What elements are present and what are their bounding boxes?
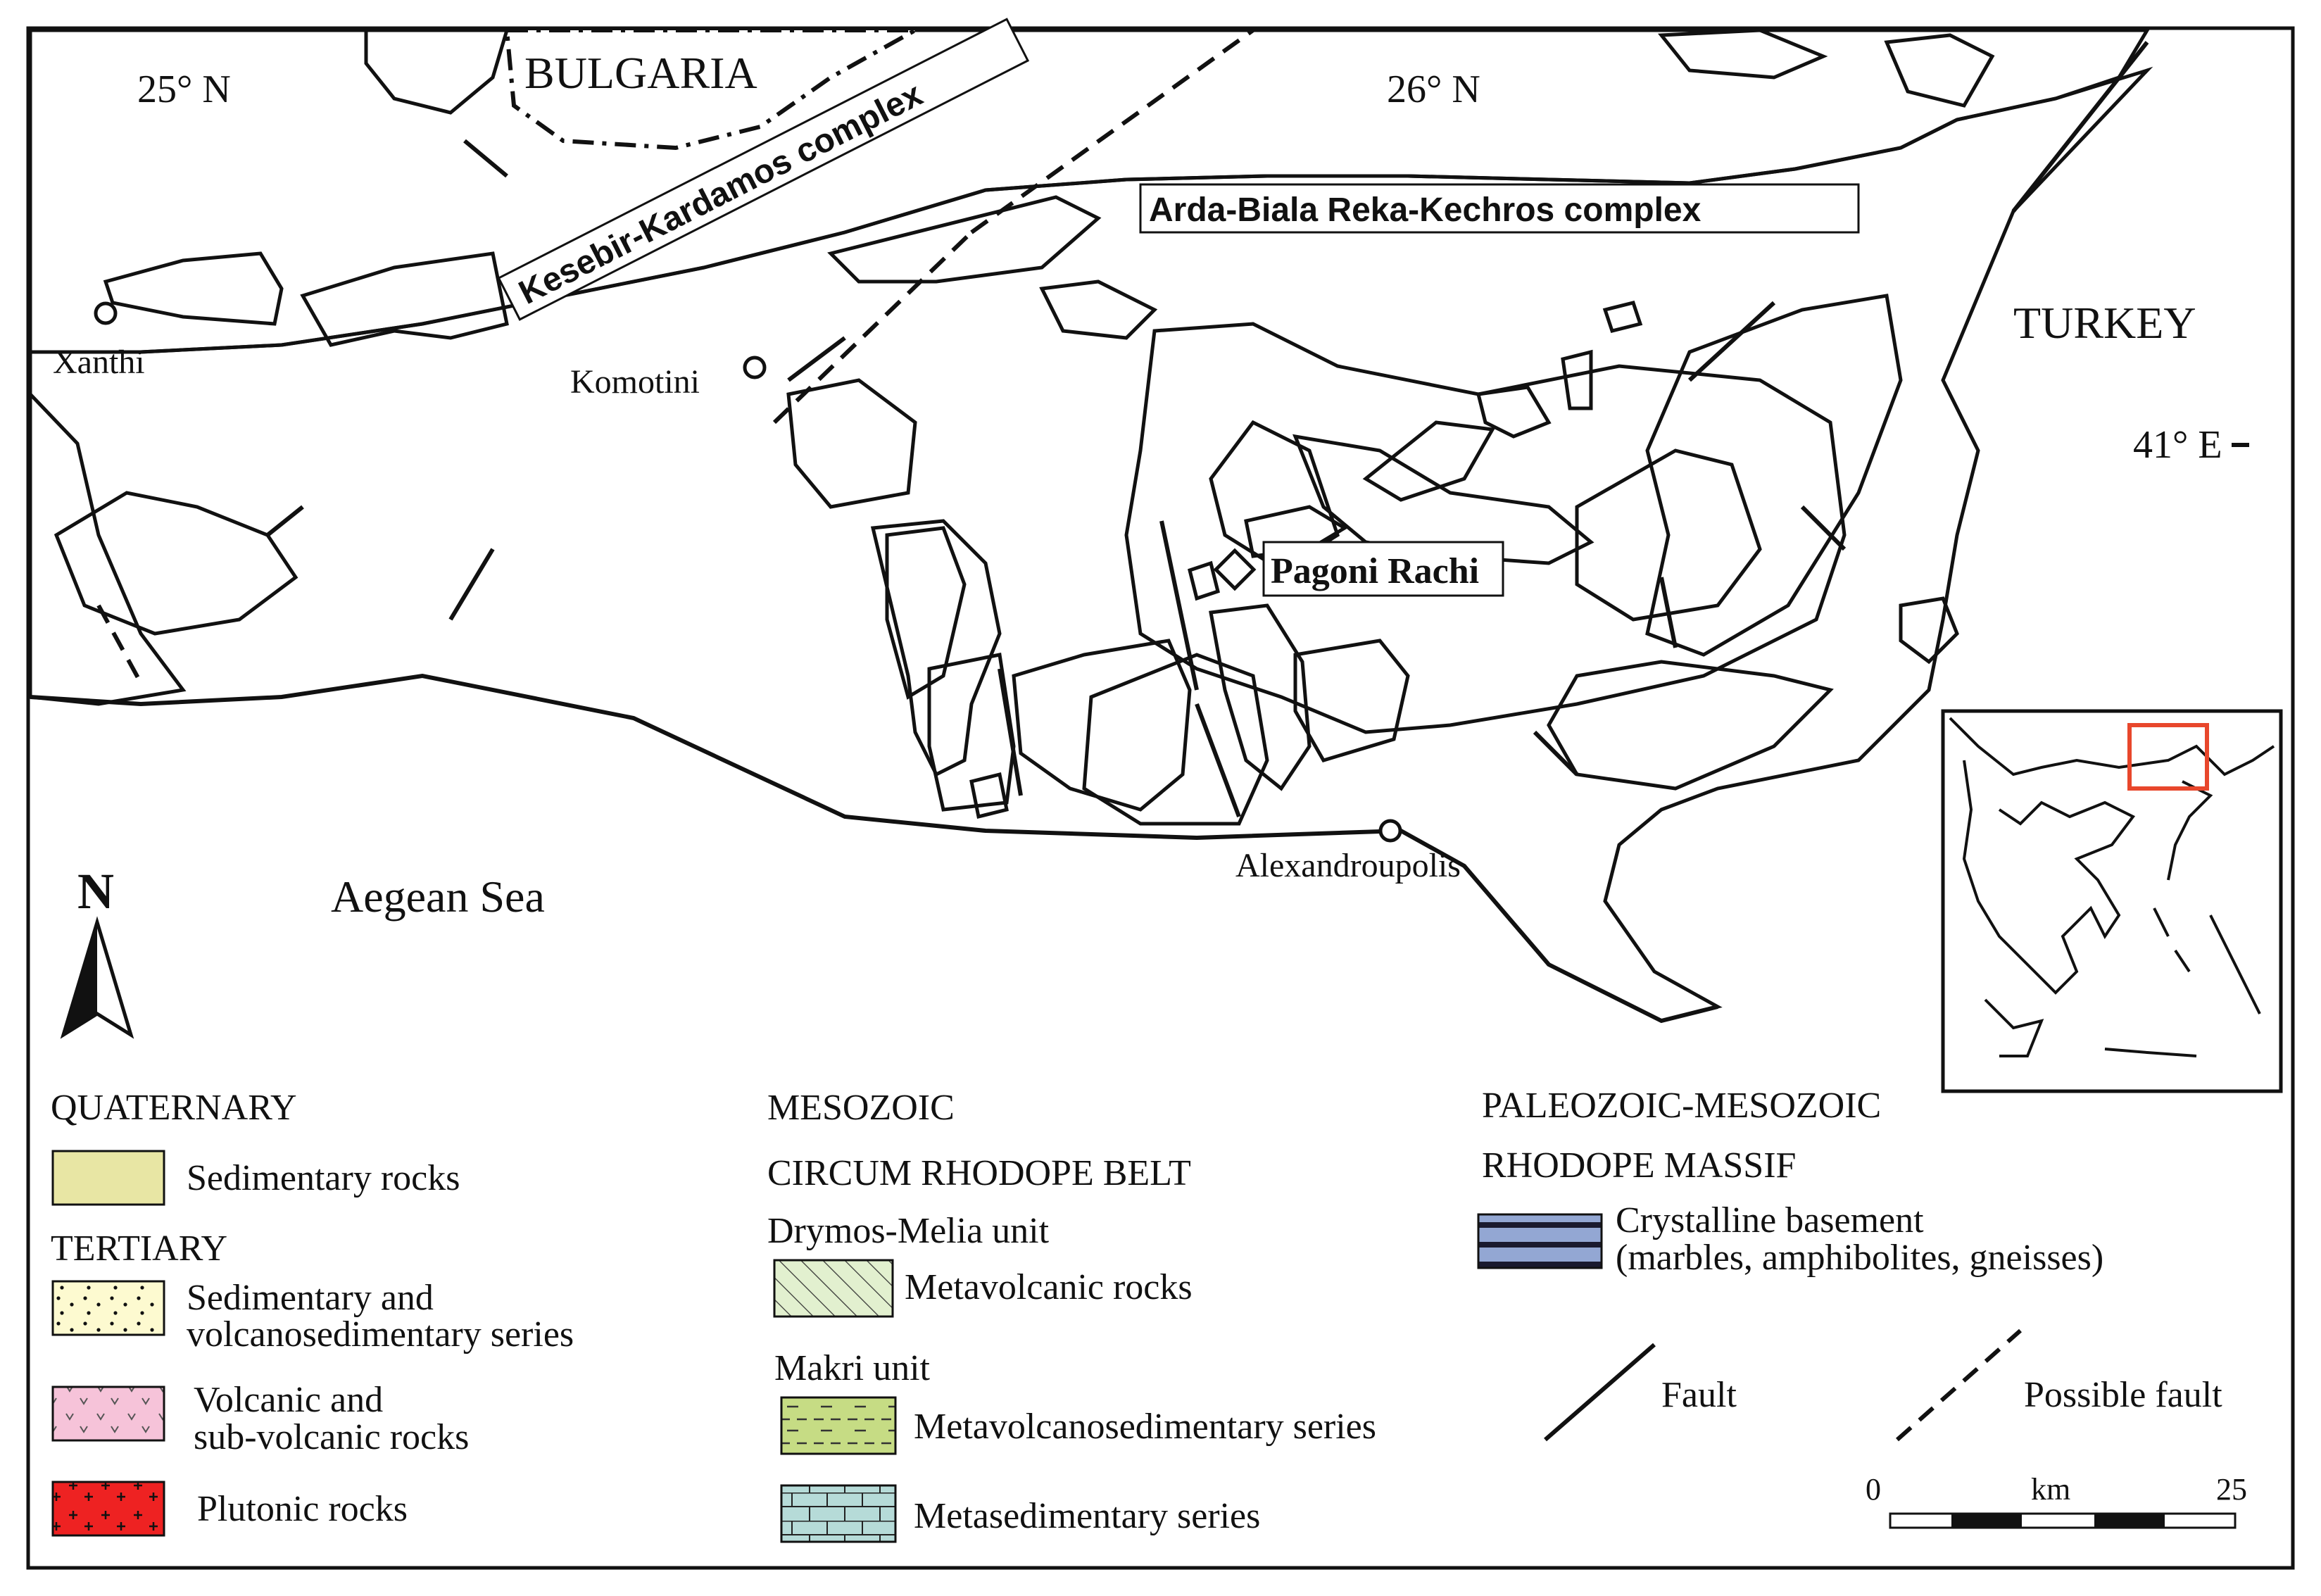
metavolcanosedimentary-1 [870, 519, 1002, 777]
legend-label-volcanic-1: Volcanic and [194, 1380, 383, 1420]
inset-locator-map [1941, 709, 2283, 1093]
tertiary-sedimentary-8 [1884, 33, 1995, 108]
legend-label-possible-fault: Possible fault [2024, 1375, 2222, 1415]
legend-label-fault: Fault [1661, 1375, 1737, 1415]
legend-header-circum-rhodope: CIRCUM RHODOPE BELT [767, 1153, 1191, 1193]
country-label-bulgaria: BULGARIA [524, 48, 757, 98]
legend-label-tertiary-sed-2: volcanosedimentary series [187, 1314, 574, 1355]
alexandroupolis-marker [1378, 819, 1402, 843]
volcanic-rocks-7 [1899, 596, 1959, 665]
town-label-xanthi: Xanthi [53, 344, 145, 381]
legend-fault-line [1544, 1343, 1656, 1442]
sea-label: Aegean Sea [331, 872, 545, 922]
volcanic-rocks-3 [1292, 434, 1594, 565]
legend-label-metavolcanic: Metavolcanic rocks [905, 1267, 1193, 1307]
latitude-label-41: 41° E [2133, 423, 2222, 467]
north-arrow-label: N [77, 863, 114, 919]
legend-label-basement-2: (marbles, amphibolites, gneisses) [1616, 1238, 2103, 1278]
coastline [30, 673, 1718, 1024]
legend-swatch-tertiary-sed [51, 1280, 165, 1336]
legend-label-metased: Metasedimentary series [914, 1496, 1260, 1536]
map-frame [26, 26, 2295, 1570]
metasedimentary-3 [1293, 639, 1410, 762]
legend-header-rhodope-massif: RHODOPE MASSIF [1482, 1145, 1796, 1186]
site-marker [1213, 548, 1257, 591]
legend-header-tertiary: TERTIARY [51, 1229, 227, 1269]
plutonic-rocks-3 [1362, 420, 1496, 502]
legend-swatch-sedimentary [51, 1150, 165, 1206]
town-label-alexandroupolis: Alexandroupolis [1235, 847, 1461, 884]
legend-swatch-metavolcanic [773, 1259, 894, 1318]
lon25-label-bg [130, 63, 257, 113]
inset-greece-outline [1949, 717, 2275, 1057]
town-label-komotini: Komotini [570, 363, 700, 401]
legend-swatch-metavolcanosed [780, 1396, 897, 1455]
plutonic-rocks-4 [1476, 385, 1552, 439]
longitude-label-25: 25° N [137, 68, 231, 111]
legend-header-quaternary: QUATERNARY [51, 1088, 297, 1128]
legend-label-metavolcanosed: Metavolcanosedimentary series [914, 1407, 1376, 1447]
legend-label-sedimentary: Sedimentary rocks [187, 1158, 460, 1198]
legend-label-volcanic-2: sub-volcanic rocks [194, 1417, 469, 1457]
scale-label-unit: km [2031, 1472, 2070, 1507]
tertiary-sedimentary-4 [786, 378, 917, 509]
xanthi-marker [94, 301, 118, 325]
tertiary-sedimentary-6 [885, 526, 967, 700]
metavolcanic-rocks-area [1575, 448, 1762, 622]
volcanic-rocks-1 [364, 28, 510, 115]
kesebir-label-bg [497, 18, 1030, 321]
legend-header-mesozoic: MESOZOIC [767, 1088, 955, 1128]
plutonic-rocks-2 [1244, 505, 1348, 558]
komotini-marker [743, 356, 767, 379]
volcanic-rocks-4 [1645, 294, 1903, 657]
bulgaria-territory [504, 28, 924, 151]
tertiary-sedimentary-7 [1657, 28, 1828, 80]
legend-label-basement-1: Crystalline basement [1616, 1200, 1924, 1240]
tertiary-sedimentary-2 [300, 251, 509, 347]
legend-subheader-drymos: Drymos-Melia unit [767, 1211, 1050, 1251]
lon26-label-bg [1380, 63, 1510, 113]
legend-swatch-metased [780, 1484, 897, 1543]
legend-swatch-plutonic [51, 1481, 165, 1537]
plutonic-rocks-1 [103, 251, 284, 326]
arda-label-bg [1139, 183, 1860, 234]
volcanic-rocks-6 [1012, 639, 1192, 812]
tertiary-sedimentary-3 [827, 195, 1102, 284]
fault-lines [266, 41, 2149, 818]
country-label-turkey: TURKEY [2013, 298, 2196, 348]
plutonic-rocks-6 [1602, 301, 1643, 333]
scale-label-zero: 0 [1866, 1472, 1881, 1507]
site-label-pagoni-rachi: Pagoni Rachi [1271, 551, 1479, 591]
legend-label-plutonic: Plutonic rocks [197, 1489, 408, 1529]
legend-label-tertiary-sed-1: Sedimentary and [187, 1278, 434, 1318]
metavolcanosedimentary-3 [1039, 279, 1158, 340]
scale-label-max: 25 [2216, 1472, 2247, 1507]
legend-subheader-makri: Makri unit [774, 1348, 931, 1388]
legend-swatch-volcanic [51, 1385, 165, 1442]
metavolcanosedimentary-2 [1209, 603, 1312, 791]
tertiary-sedimentary-1 [54, 491, 298, 636]
plutonic-rocks-5 [1561, 349, 1593, 410]
scale-bar: 0 km 25 [1866, 1472, 2247, 1529]
plutonic-rocks-8 [969, 772, 1009, 819]
map-body: BULGARIA 25° N 26° N 41° E TURKEY Kesebi… [28, 18, 2283, 1093]
site-label-bg [1262, 541, 1504, 597]
inset-study-area-box [2127, 723, 2209, 791]
complex-label-arda: Arda-Biala Reka-Kechros complex [1149, 191, 1702, 229]
metasedimentary-2 [1082, 653, 1269, 826]
volcanic-rocks-5 [1547, 660, 1834, 791]
legend-swatch-basement [1477, 1213, 1603, 1269]
legend: QUATERNARY Sedimentary rocks TERTIARY Se… [51, 1086, 2247, 1543]
legend-header-paleozoic: PALEOZOIC-MESOZOIC [1482, 1086, 1881, 1126]
plutonic-rocks-7 [1188, 560, 1220, 601]
north-arrow: N [60, 863, 134, 1039]
possible-fault-lines [96, 28, 1254, 684]
longitude-label-26: 26° N [1387, 68, 1480, 111]
